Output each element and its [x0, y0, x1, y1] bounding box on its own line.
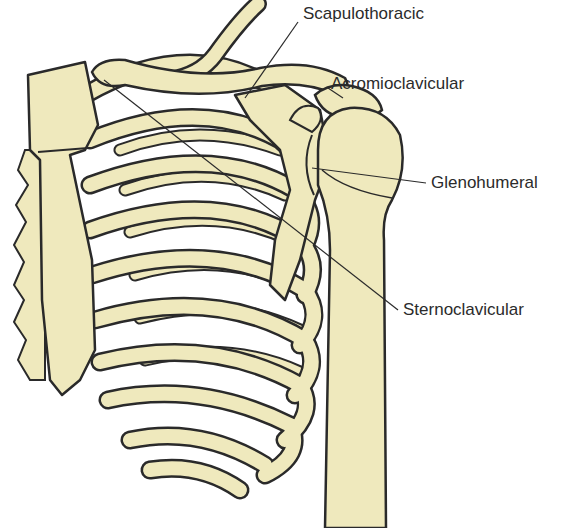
leader-line — [104, 80, 398, 310]
leader-lines — [104, 22, 426, 310]
joint-label: Acromioclavicular — [331, 74, 464, 94]
clavicle — [92, 60, 348, 96]
first-rib-fill — [170, 4, 258, 80]
scapula — [235, 85, 330, 300]
joint-label: Glenohumeral — [431, 173, 538, 193]
sternum — [28, 62, 98, 395]
first-rib — [170, 4, 258, 80]
glenoid-fossa — [306, 135, 314, 195]
coracoid — [290, 106, 321, 132]
joint-label: Sternoclavicular — [403, 300, 524, 320]
sternum-joint — [38, 148, 88, 152]
leader-line — [312, 168, 426, 183]
joint-label: Scapulothoracic — [303, 4, 424, 24]
leader-line — [245, 22, 298, 98]
